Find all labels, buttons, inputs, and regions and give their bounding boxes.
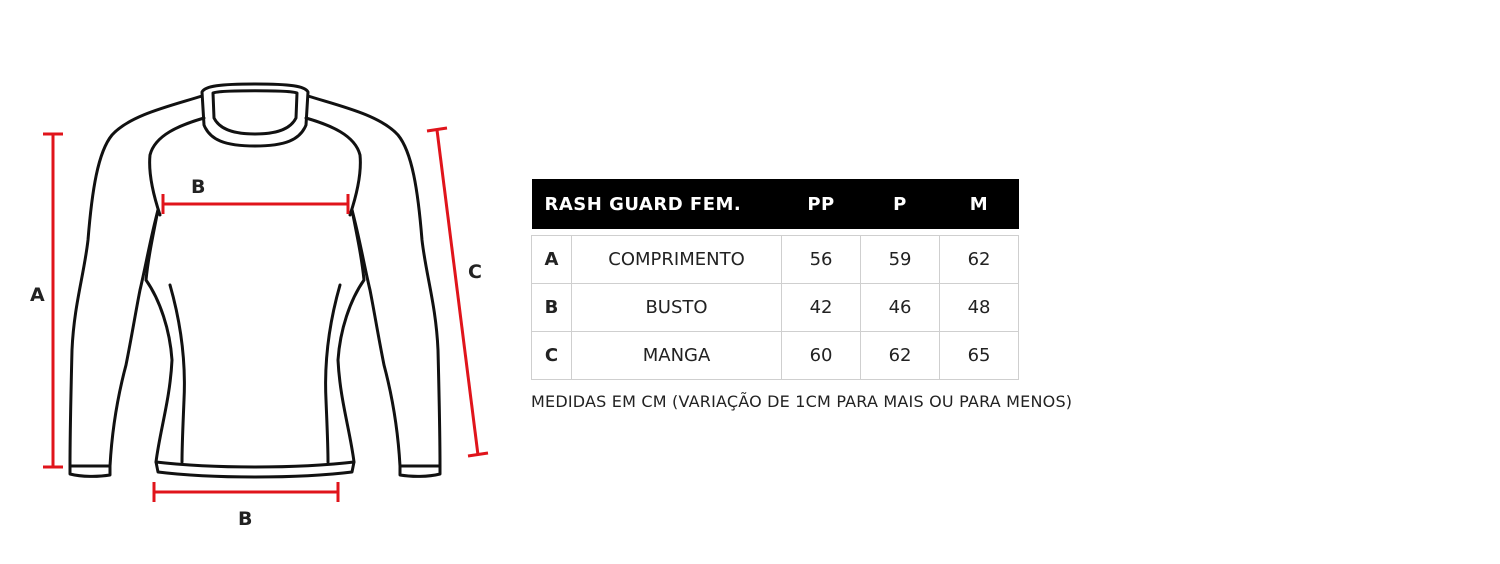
cell-value: 60 <box>781 331 862 380</box>
collar-inner <box>211 89 299 136</box>
cell-value: 46 <box>860 283 941 332</box>
hem <box>154 460 356 479</box>
size-header-m: M <box>939 179 1019 229</box>
shirt-outline <box>68 82 442 479</box>
row-label: MANGA <box>570 331 783 380</box>
row-key: A <box>531 235 572 284</box>
left-raglan-seam <box>148 116 206 217</box>
table-title: RASH GUARD FEM. <box>531 179 782 229</box>
label-bust-b: B <box>191 176 205 198</box>
right-cuff <box>398 464 442 478</box>
cell-value: 59 <box>860 235 941 284</box>
right-sleeve <box>306 94 442 468</box>
row-key: C <box>531 331 572 380</box>
body-left-side <box>144 208 174 464</box>
measure-sleeve-line <box>435 129 480 456</box>
size-header-pp: PP <box>781 179 861 229</box>
size-header-p: P <box>860 179 940 229</box>
row-label: COMPRIMENTO <box>570 235 783 284</box>
label-hem-b: B <box>238 508 252 530</box>
row-label: BUSTO <box>570 283 783 332</box>
measure-sleeve-cap-bottom <box>467 451 489 458</box>
left-sleeve <box>68 94 204 468</box>
measure-sleeve-cap-top <box>426 126 448 133</box>
collar-outer <box>200 82 310 148</box>
label-a: A <box>30 284 45 306</box>
body-right-side <box>336 208 366 464</box>
left-side-panel <box>168 283 186 464</box>
cell-value: 48 <box>939 283 1020 332</box>
measure-lines <box>43 126 489 502</box>
cell-value: 42 <box>781 283 862 332</box>
left-cuff <box>68 464 112 478</box>
table-header: RASH GUARD FEM. PP P M <box>531 179 1019 229</box>
table-row: B BUSTO 42 46 48 <box>531 283 1020 332</box>
row-key: B <box>531 283 572 332</box>
cell-value: 62 <box>860 331 941 380</box>
right-raglan-seam <box>304 116 362 217</box>
cell-value: 65 <box>939 331 1020 380</box>
table-row: C MANGA 60 62 65 <box>531 331 1020 380</box>
cell-value: 62 <box>939 235 1020 284</box>
cell-value: 56 <box>781 235 862 284</box>
size-table: RASH GUARD FEM. PP P M A COMPRIMENTO 56 … <box>531 179 1020 380</box>
table-row: A COMPRIMENTO 56 59 62 <box>531 235 1020 284</box>
label-sleeve-c: C <box>468 261 482 283</box>
rash-guard-diagram: A B B C <box>30 82 489 530</box>
right-side-panel <box>324 283 342 464</box>
measurement-note: MEDIDAS EM CM (VARIAÇÃO DE 1CM PARA MAIS… <box>531 392 1073 411</box>
